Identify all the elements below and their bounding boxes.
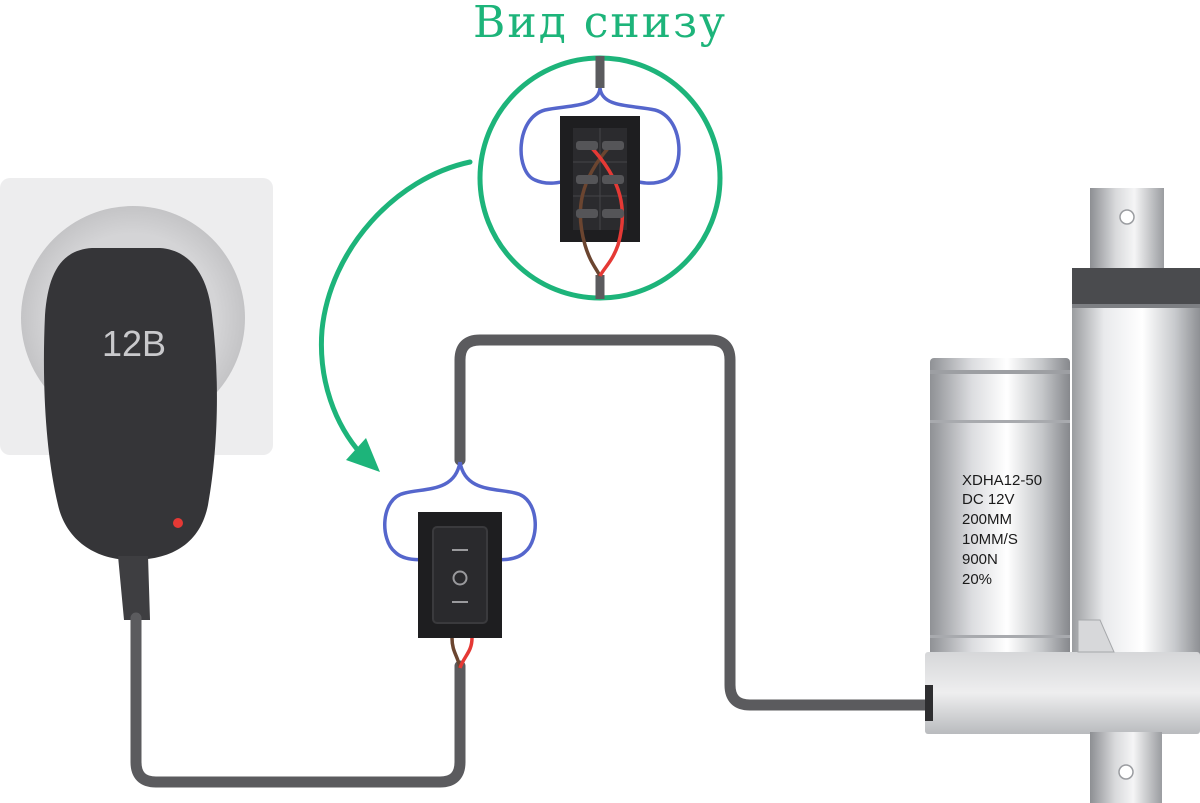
spec-force: 900N: [962, 551, 998, 568]
indicator-led: [173, 518, 183, 528]
actuator-motor: [930, 358, 1070, 660]
bottom-view-title: Вид снизу: [473, 0, 727, 48]
inset-brown-wire: [578, 144, 612, 277]
actuator-outer-tube: [1072, 268, 1200, 660]
power-cable: [130, 334, 934, 788]
linear-actuator: XDHA12-50 DC 12V 200MM 10MM/S 900N 20%: [925, 188, 1200, 803]
inset-red-wire: [588, 144, 625, 277]
adapter-voltage-label: 12В: [102, 323, 166, 364]
bottom-view-inset: [477, 55, 723, 301]
spec-duty-cycle: 20%: [962, 571, 992, 588]
power-adapter: 12В: [43, 248, 217, 620]
actuator-top-rod: [1090, 188, 1164, 280]
spec-model: XDHA12-50: [962, 472, 1042, 489]
actuator-gearbox: [925, 652, 1200, 734]
inset-jumper-wire: [519, 87, 681, 185]
callout-arrowhead: [346, 438, 380, 472]
actuator-spec-label: XDHA12-50 DC 12V 200MM 10MM/S 900N 20%: [962, 472, 1042, 588]
spec-stroke: 200MM: [962, 511, 1012, 528]
spec-speed: 10MM/S: [962, 531, 1018, 548]
switch-red-wire: [458, 637, 474, 669]
spec-voltage: DC 12V: [962, 491, 1015, 508]
switch-terminals: [576, 141, 624, 218]
switch-jumper-wire: [383, 461, 537, 562]
rocker-switch: [418, 512, 502, 638]
callout-arrow: [318, 159, 473, 458]
